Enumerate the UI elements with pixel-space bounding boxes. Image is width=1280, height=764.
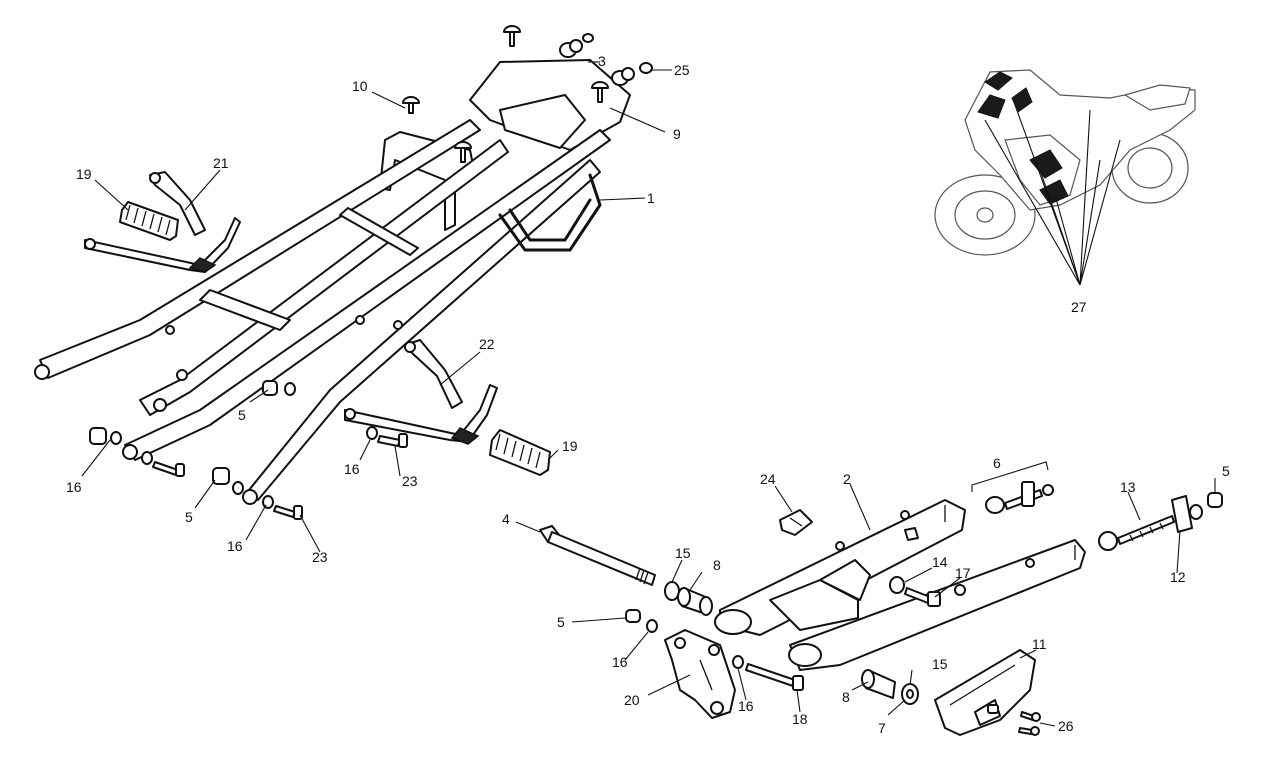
callout-7: 7: [878, 720, 886, 736]
callout-27: 27: [1071, 299, 1087, 315]
chain-adjuster-left: [971, 461, 1054, 514]
left-footpeg-rubber: [119, 201, 179, 241]
callout-25: 25: [674, 62, 690, 78]
right-footrest-bracket: [344, 339, 498, 445]
pivot-bushings: [664, 581, 919, 705]
shock-mount-bolt: [889, 576, 966, 607]
callout-26: 26: [1058, 718, 1074, 734]
callout-15-lower: 15: [932, 656, 948, 672]
callout-22: 22: [479, 336, 495, 352]
leader-lines: [81, 61, 1216, 727]
callout-11: 11: [1032, 636, 1047, 652]
chain-guard: [934, 649, 1036, 736]
callout-19-left: 19: [76, 166, 92, 182]
callout-24: 24: [760, 471, 776, 487]
callout-17: 17: [955, 565, 971, 581]
subframe-hardware: [402, 25, 653, 163]
chain-adjuster-right: [1098, 492, 1223, 551]
callout-13: 13: [1120, 479, 1136, 495]
chain-guide-clip: [779, 509, 813, 536]
callout-5-left-lower: 5: [185, 509, 193, 525]
callout-6: 6: [993, 455, 1001, 471]
callout-16-left-lower: 16: [227, 538, 243, 554]
left-footrest-bracket: [84, 171, 241, 273]
callout-1: 1: [647, 190, 655, 206]
swingarm-pivot-bolt: [539, 525, 656, 586]
callout-9: 9: [673, 126, 681, 142]
callout-16-bracket: 16: [612, 654, 628, 670]
callout-14: 14: [932, 554, 948, 570]
left-hardware: [89, 380, 408, 520]
guard-screws: [1018, 711, 1041, 736]
callout-labels: 1 2 3 4 5 5 5 5 6 7 8 8 9 10 11 12 13 14…: [66, 53, 1230, 736]
motorcycle-illustration: [934, 69, 1196, 286]
lower-hardware: [625, 609, 804, 691]
shock-link-bracket: [664, 629, 736, 719]
callout-3: 3: [598, 53, 606, 69]
callout-20: 20: [624, 692, 640, 708]
callout-19-middle: 19: [562, 438, 578, 454]
callout-16-left: 16: [66, 479, 82, 495]
callout-5-adjuster: 5: [1222, 463, 1230, 479]
callout-8-lower: 8: [842, 689, 850, 705]
right-footpeg-rubber: [489, 429, 551, 476]
callout-2: 2: [843, 471, 851, 487]
callout-21: 21: [213, 155, 229, 171]
rear-subframe: [34, 59, 631, 505]
callout-8-upper: 8: [713, 557, 721, 573]
callout-23-middle: 23: [402, 473, 418, 489]
callout-15-upper: 15: [675, 545, 691, 561]
callout-10: 10: [352, 78, 368, 94]
callout-4: 4: [502, 511, 510, 527]
callout-18: 18: [792, 711, 808, 727]
callout-16-lower: 16: [738, 698, 754, 714]
callout-16-middle: 16: [344, 461, 360, 477]
callout-5-left-upper: 5: [238, 407, 246, 423]
callout-23-lower: 23: [312, 549, 328, 565]
callout-12: 12: [1170, 569, 1186, 585]
callout-5-pivot: 5: [557, 614, 565, 630]
